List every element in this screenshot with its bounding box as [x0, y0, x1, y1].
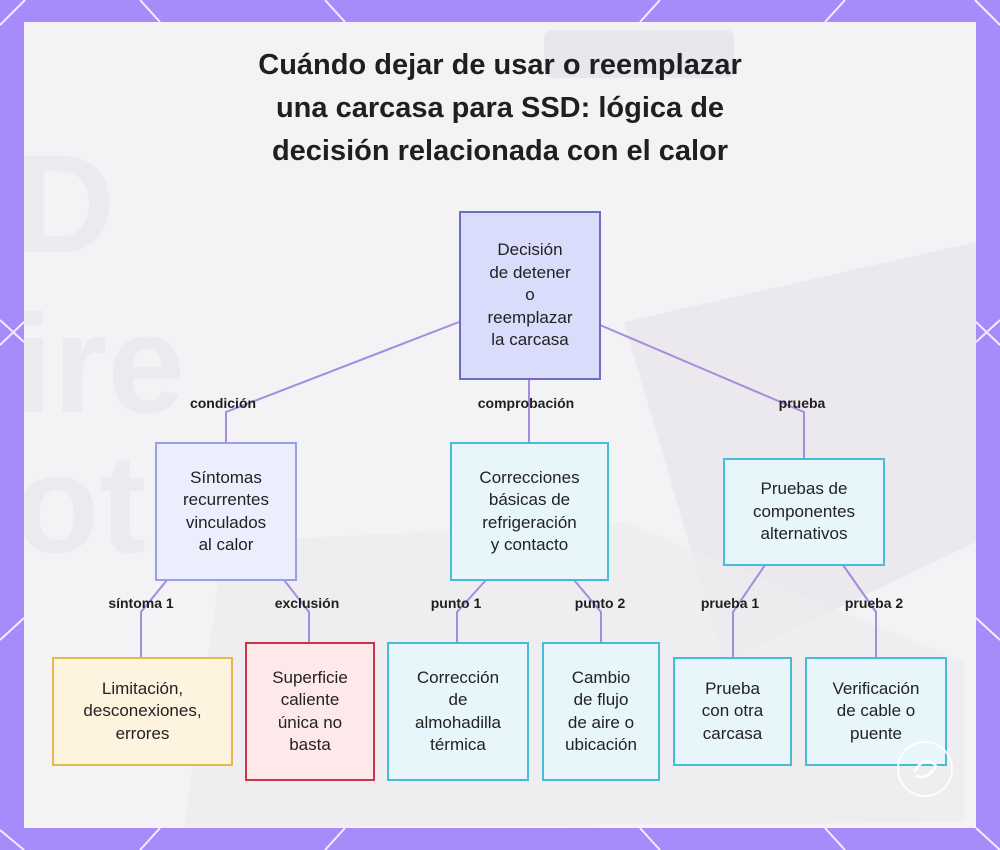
root-node: Decisión de detener o reemplazar la carc… — [459, 211, 601, 380]
leaf-flujo-aire: Cambio de flujo de aire o ubicación — [542, 642, 660, 781]
node-line: de cable o — [836, 701, 916, 721]
node-line: desconexiones, — [83, 701, 202, 721]
node-line: Prueba — [705, 678, 760, 698]
root-line: o — [525, 285, 535, 305]
edge-label-comprobacion: comprobación — [477, 395, 575, 411]
node-line: Limitación, — [101, 678, 184, 698]
node-line: Verificación — [832, 678, 920, 698]
diagram-title: Cuándo dejar de usar o reemplazar una ca… — [200, 44, 800, 173]
node-line: carcasa — [702, 723, 763, 743]
node-line: componentes — [752, 501, 856, 521]
root-line: Decisión — [497, 240, 563, 260]
leaf-cable-puente: Verificación de cable o puente — [805, 657, 947, 766]
edge-label-condicion: condición — [189, 395, 257, 411]
leaf-otra-carcasa: Prueba con otra carcasa — [673, 657, 792, 766]
node-line: ubicación — [565, 735, 637, 754]
node-line: de aire o — [567, 712, 635, 732]
node-correcciones: Correcciones básicas de refrigeración y … — [450, 442, 609, 581]
node-line: caliente — [280, 690, 340, 709]
node-line: Pruebas de — [760, 479, 848, 499]
leaf-almohadilla: Corrección de almohadilla térmica — [387, 642, 529, 781]
node-sintomas: Síntomas recurrentes vinculados al calor — [155, 442, 297, 581]
edge-label-prueba2: prueba 2 — [844, 595, 904, 611]
node-pruebas: Pruebas de componentes alternativos — [723, 458, 885, 566]
edge-prueba1 — [732, 564, 766, 657]
edge-prueba2 — [842, 564, 877, 657]
node-line: alternativos — [760, 524, 848, 544]
node-line: y contacto — [490, 535, 569, 554]
node-line: Correcciones — [479, 467, 580, 487]
node-line: de flujo — [573, 690, 629, 709]
svg-text:ot: ot — [24, 425, 146, 582]
node-line: puente — [850, 723, 902, 743]
edge-label-exclusion: exclusión — [274, 595, 340, 611]
node-line: básicas de — [488, 490, 571, 509]
edge-sintoma1 — [140, 579, 168, 657]
title-line-1: Cuándo dejar de usar o reemplazar — [258, 49, 742, 81]
node-line: única no — [277, 712, 343, 732]
node-line: vinculados — [185, 512, 267, 532]
edge-punto2 — [573, 579, 602, 642]
node-line: térmica — [430, 735, 486, 754]
root-line: reemplazar — [487, 307, 573, 327]
node-line: de — [448, 690, 468, 709]
root-line: la carcasa — [491, 330, 569, 350]
edge-label-punto1: punto 1 — [430, 595, 482, 611]
edge-root-condicion — [225, 321, 460, 442]
edge-label-sintoma1: síntoma 1 — [108, 595, 174, 611]
node-line: Cambio — [571, 667, 631, 687]
edge-exclusion — [283, 579, 310, 642]
node-line: refrigeración — [482, 512, 577, 532]
edge-label-prueba: prueba — [778, 395, 826, 411]
leaf-superficie: Superficie caliente única no basta — [245, 642, 375, 781]
title-line-2: una carcasa para SSD: lógica de — [275, 92, 725, 124]
title-line-3: decisión relacionada con el calor — [271, 135, 729, 167]
node-line: basta — [289, 735, 331, 754]
svg-text:ire: ire — [24, 285, 185, 442]
leaf-limitacion: Limitación, desconexiones, errores — [52, 657, 233, 766]
node-line: recurrentes — [183, 490, 269, 509]
edge-punto1 — [456, 579, 487, 642]
watermark-logo-icon — [897, 741, 953, 797]
node-line: errores — [115, 723, 170, 743]
node-line: Síntomas — [190, 467, 262, 487]
edge-label-prueba1: prueba 1 — [700, 595, 760, 611]
node-line: Superficie — [272, 667, 348, 687]
node-line: Corrección — [416, 667, 500, 687]
node-line: al calor — [198, 535, 254, 554]
svg-text:D: D — [24, 125, 115, 282]
edge-label-punto2: punto 2 — [574, 595, 626, 611]
node-line: almohadilla — [415, 712, 501, 732]
edge-root-prueba — [599, 324, 805, 458]
root-line: de detener — [489, 262, 571, 282]
node-line: con otra — [701, 701, 764, 721]
